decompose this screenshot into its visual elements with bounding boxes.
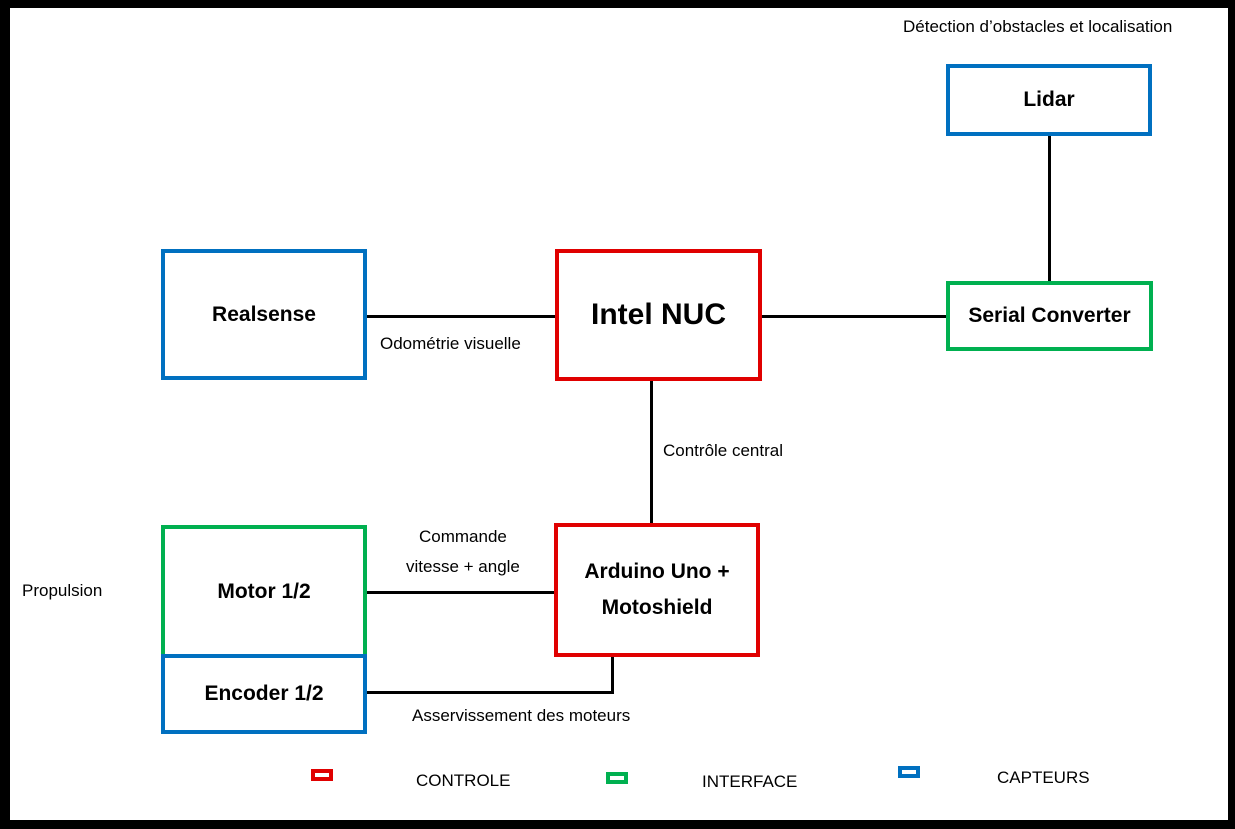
- commande-label-line2: vitesse + angle: [406, 557, 520, 576]
- serial-converter-box: Serial Converter: [946, 281, 1153, 351]
- arduino-label-line1: Arduino Uno +: [584, 560, 730, 583]
- lidar-box: Lidar: [946, 64, 1152, 136]
- serial-converter-label: Serial Converter: [968, 304, 1131, 327]
- realsense-box: Realsense: [161, 249, 367, 380]
- line-nuc-serial: [761, 315, 948, 318]
- encoder-box: Encoder 1/2: [161, 654, 367, 734]
- line-arduino-encoder-vertical: [611, 654, 614, 694]
- lidar-label: Lidar: [1023, 88, 1075, 111]
- detection-label: Détection d’obstacles et localisation: [903, 17, 1173, 36]
- legend-swatch-interface: [606, 772, 628, 784]
- encoder-label: Encoder 1/2: [204, 682, 324, 705]
- intel-nuc-box: Intel NUC: [555, 249, 762, 381]
- propulsion-label: Propulsion: [22, 581, 103, 600]
- arduino-box: Arduino Uno + Motoshield: [554, 523, 760, 657]
- legend-swatch-capteurs: [898, 766, 920, 778]
- asservissement-label: Asservissement des moteurs: [412, 706, 631, 725]
- motor-label: Motor 1/2: [217, 579, 311, 603]
- line-arduino-encoder-horizontal: [366, 691, 614, 694]
- legend-swatch-controle: [311, 769, 333, 781]
- line-realsense-nuc: [366, 315, 556, 318]
- line-nuc-arduino: [650, 380, 653, 525]
- legend-capteurs-label: CAPTEURS: [997, 768, 1090, 787]
- legend-controle-label: CONTROLE: [416, 771, 511, 790]
- diagram-canvas: Lidar Realsense Intel NUC Serial Convert…: [10, 8, 1228, 820]
- intel-nuc-label: Intel NUC: [591, 298, 726, 331]
- legend-interface-label: INTERFACE: [702, 772, 798, 791]
- commande-label-line1: Commande: [419, 527, 507, 546]
- arduino-label-line2: Motoshield: [601, 596, 713, 619]
- realsense-label: Realsense: [212, 302, 316, 326]
- odometrie-label: Odométrie visuelle: [380, 334, 521, 353]
- controle-central-label: Contrôle central: [663, 441, 784, 460]
- line-lidar-serial: [1048, 136, 1051, 282]
- line-motor-arduino: [366, 591, 556, 594]
- motor-box: Motor 1/2: [161, 525, 367, 658]
